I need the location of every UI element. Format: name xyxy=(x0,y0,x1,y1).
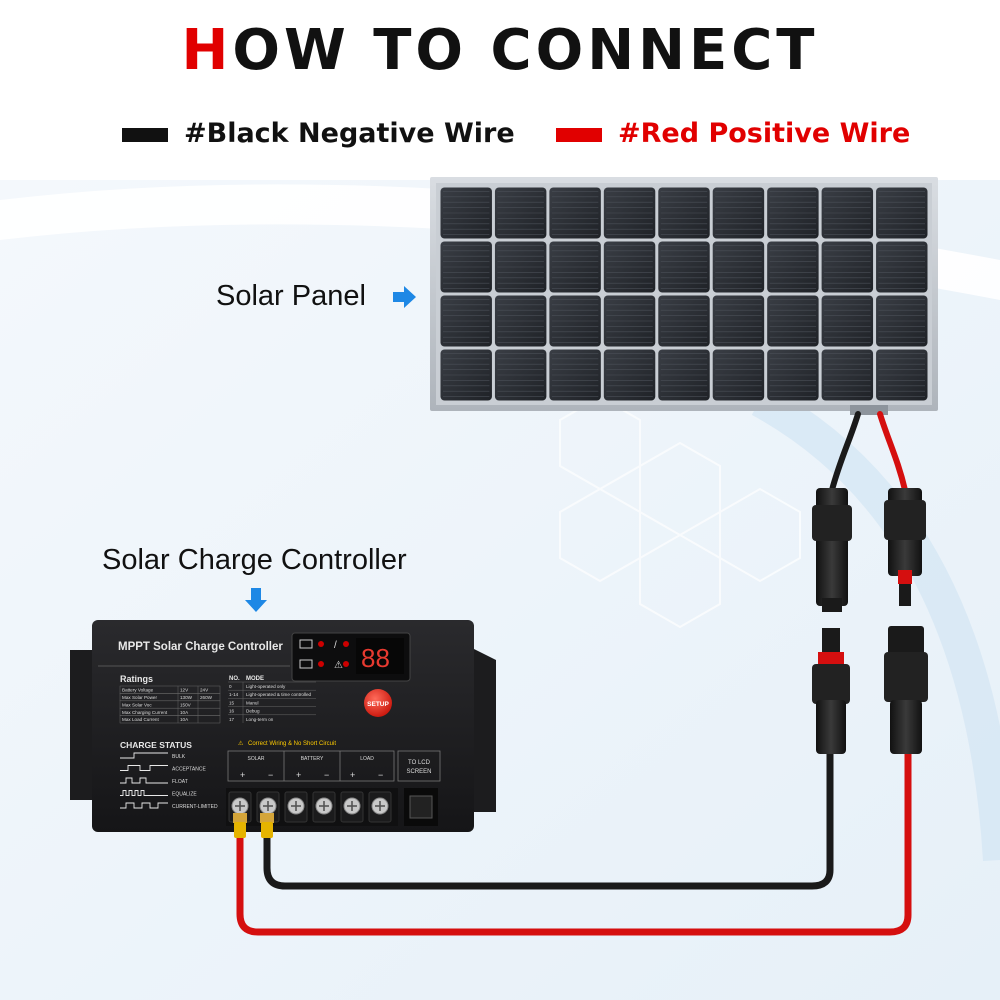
ratings-cell: Max Solar Power xyxy=(122,695,157,700)
mode-number: 0 xyxy=(229,684,232,689)
red-wire-swatch xyxy=(556,128,602,142)
mode-description: Debug xyxy=(246,709,260,714)
mode-number: 15 xyxy=(229,700,235,705)
mode-description: Manul xyxy=(246,700,259,705)
charge-waveform-icon xyxy=(120,765,168,771)
controller-arrow-icon xyxy=(245,588,267,612)
battery-minus-label: − xyxy=(324,770,329,780)
load-indicator-icon: / xyxy=(334,640,337,651)
ratings-title: Ratings xyxy=(120,674,153,684)
mc4-connector-positive-extension xyxy=(884,626,928,754)
ratings-cell: 150V xyxy=(180,702,192,707)
ring-terminals xyxy=(233,813,274,838)
battery-terminal-label: BATTERY xyxy=(301,756,324,762)
mode-description: Light-operated only xyxy=(246,684,286,689)
ratings-cell: 12V xyxy=(180,688,189,693)
charge-status-item: EQUALIZE xyxy=(172,792,197,798)
charge-waveform-icon xyxy=(120,777,168,784)
solar-minus-label: − xyxy=(268,770,273,780)
ratings-cell: 10A xyxy=(180,717,189,722)
load-terminal-label: LOAD xyxy=(360,756,374,762)
solar-terminal-label: SOLAR xyxy=(248,756,265,762)
panel-negative-lead xyxy=(829,411,861,493)
load-minus-label: − xyxy=(378,770,383,780)
panel-positive-lead xyxy=(877,411,908,493)
wiring-warning: Correct Wiring & No Short Circuit xyxy=(248,741,336,747)
mode-header-mode: MODE xyxy=(246,676,264,682)
battery-plus-label: + xyxy=(296,770,301,780)
mc4-connector-positive-panel xyxy=(884,488,926,606)
charge-controller: MPPT Solar Charge Controller / ⚠ 88 SETU… xyxy=(70,620,496,832)
mode-description: Long-term on xyxy=(246,717,274,722)
setup-button[interactable] xyxy=(364,689,392,717)
seven-segment-display: 88 xyxy=(361,643,390,673)
warning-triangle-icon: ⚠ xyxy=(238,740,244,747)
title-rest: OW TO CONNECT xyxy=(232,18,819,83)
charge-waveform-icon xyxy=(120,790,168,796)
load-plus-label: + xyxy=(350,770,355,780)
mode-header-no: NO. xyxy=(229,676,240,682)
ratings-cell: Max Load Current xyxy=(122,717,159,722)
controller-header: MPPT Solar Charge Controller xyxy=(118,641,283,653)
charge-status-item: BULK xyxy=(172,754,186,760)
charge-status-item: CURRENT-LIMITED xyxy=(172,804,218,810)
mc4-connector-negative-extension xyxy=(812,628,850,754)
mode-number: 1-14 xyxy=(229,692,239,697)
terminal-block xyxy=(228,791,392,823)
mode-number: 17 xyxy=(229,717,235,722)
red-positive-wire xyxy=(236,746,912,936)
ratings-cell: Battery Voltage xyxy=(122,688,154,693)
mode-table: NO. MODE 0 Light-operated only 1-14 Light-ope… xyxy=(228,676,316,723)
junction-box xyxy=(850,405,888,415)
solar-plus-label: + xyxy=(240,770,245,780)
ratings-cell: 260W xyxy=(200,695,213,700)
battery-indicator-icon xyxy=(299,659,313,669)
lcd-label-line2: SCREEN xyxy=(406,769,431,775)
charge-status-item: FLOAT xyxy=(172,779,188,785)
title-first-letter: H xyxy=(181,18,233,83)
mc4-connector-negative-panel xyxy=(812,488,852,612)
charge-status-title: CHARGE STATUS xyxy=(120,740,192,750)
controller-label: Solar Charge Controller xyxy=(102,544,407,576)
charge-status-item: ACCEPTANCE xyxy=(172,767,206,773)
charge-status-list: BULK ACCEPTANCE FLOAT EQUALIZE CURRENT-LIMIT… xyxy=(120,752,218,810)
black-wire-legend: #Black Negative Wire xyxy=(184,118,515,149)
lcd-label-line1: TO LCD xyxy=(408,760,431,766)
warning-indicator-icon: ⚠ xyxy=(334,660,343,671)
page-title: HOW TO CONNECT xyxy=(0,18,1000,83)
solar-panel-label: Solar Panel xyxy=(216,280,366,312)
ratings-table: Battery Voltage 12V 24V Max Solar Power 130W… xyxy=(119,685,221,724)
ratings-cell: Max Charging Current xyxy=(122,710,168,715)
mode-number: 16 xyxy=(229,709,235,714)
ratings-cell: 130W xyxy=(180,695,193,700)
lcd-port[interactable] xyxy=(409,795,433,819)
charge-waveform-icon xyxy=(120,802,168,809)
solar-panel xyxy=(430,177,938,415)
setup-label: SETUP xyxy=(367,701,389,708)
black-negative-wire xyxy=(263,746,834,890)
ratings-cell: Max Solar Voc xyxy=(122,702,152,707)
ratings-cell: 24V xyxy=(200,688,209,693)
charge-waveform-icon xyxy=(120,752,168,759)
solar-indicator-icon xyxy=(299,639,313,649)
black-wire-swatch xyxy=(122,128,168,142)
red-wire-legend: #Red Positive Wire xyxy=(618,118,911,149)
ratings-cell: 10A xyxy=(180,710,189,715)
solar-panel-arrow-icon xyxy=(393,286,416,308)
mode-description: Light-operated & time controlled xyxy=(246,692,312,697)
